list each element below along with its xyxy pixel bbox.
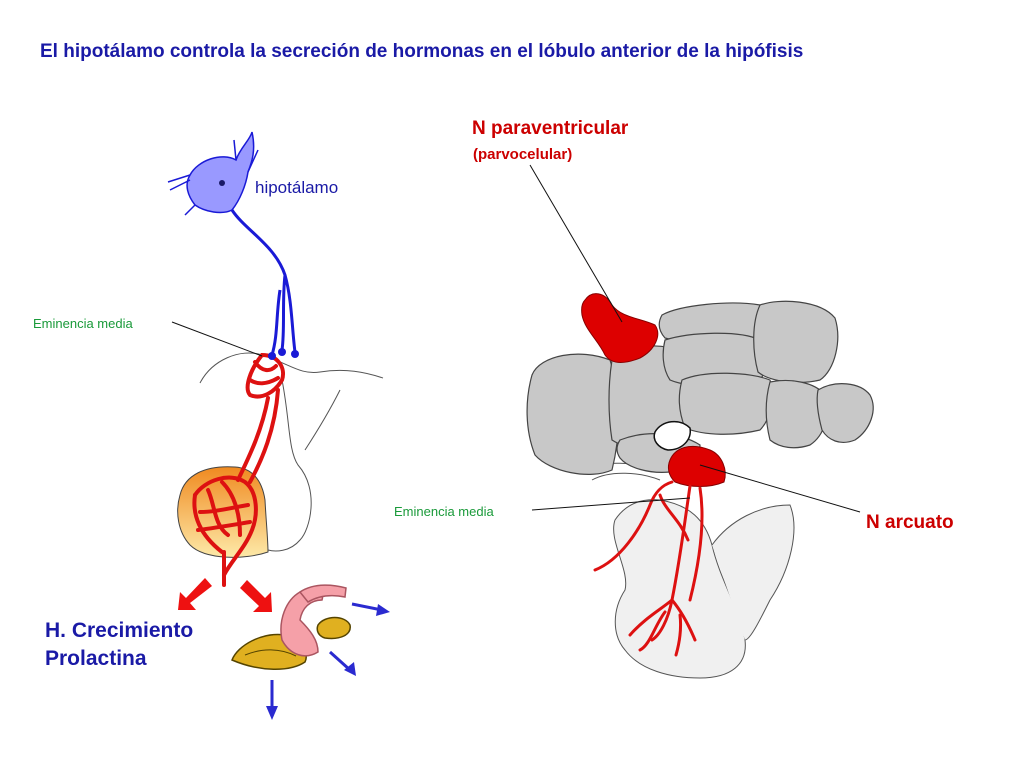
secretory-cell (316, 616, 351, 640)
red-arrows (178, 578, 272, 612)
median-eminence-label-right: Eminencia media (394, 504, 494, 519)
portal-vessels-right (593, 480, 704, 657)
paraventricular-nucleus (581, 293, 659, 363)
hypothalamic-neuron (167, 131, 299, 360)
page-title: El hipotálamo controla la secreción de h… (40, 41, 804, 62)
hormone-growth-label: H. Crecimiento (45, 619, 194, 642)
lactotroph-cell (280, 588, 324, 657)
blue-arrows (266, 602, 390, 720)
neuron-nucleus (219, 180, 225, 186)
arcuate-label: N arcuato (866, 512, 954, 533)
neuron-axon (230, 209, 297, 356)
hypothalamus-nuclei-gray (526, 300, 874, 475)
arcuate-nucleus (667, 445, 726, 487)
median-eminence-leader-right (531, 497, 691, 511)
neuron-soma (186, 131, 255, 214)
paraventricular-leader (529, 164, 623, 323)
hormone-prolactin-label: Prolactina (45, 647, 147, 670)
paraventricular-sublabel: (parvocelular) (473, 146, 573, 163)
third-ventricle (653, 420, 691, 451)
arcuate-leader (699, 464, 861, 513)
hormones-label: H. Crecimiento Prolactina (45, 617, 193, 673)
paraventricular-label: N paraventricular (472, 118, 629, 139)
right-pituitary-outline (579, 462, 795, 679)
left-pituitary-outline (199, 352, 384, 552)
hypothalamus-label: hipotálamo (255, 178, 339, 197)
pituitary-cells (231, 584, 351, 670)
median-eminence-leader-left (171, 321, 263, 357)
portal-vessels-left (192, 352, 285, 587)
median-eminence-label-left: Eminencia media (33, 316, 133, 331)
